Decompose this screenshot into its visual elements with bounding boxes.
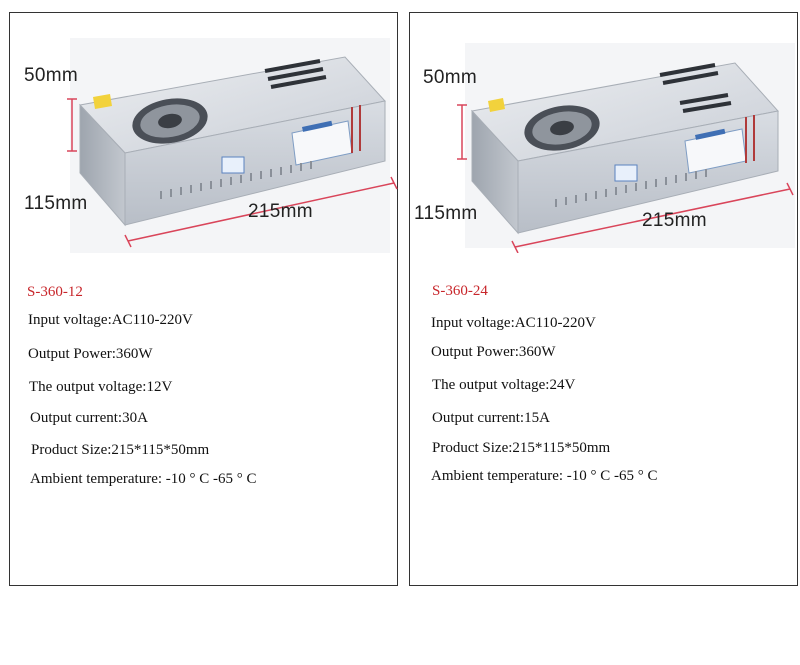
spec-output-current: Output current:30A — [30, 410, 148, 426]
spec-input-voltage: Input voltage:AC110-220V — [28, 312, 193, 328]
spec-ambient-temperature: Ambient temperature: -10 ° C -65 ° C — [431, 468, 658, 484]
product-card-s-360-12: 50mm 115mm 215mm S-360-12 Input voltage:… — [9, 12, 398, 586]
spec-input-voltage: Input voltage:AC110-220V — [431, 315, 596, 331]
width-dimension-label: 115mm — [24, 193, 88, 214]
model-name: S-360-24 — [432, 283, 488, 299]
length-dimension-label: 215mm — [642, 210, 707, 231]
spec-output-power: Output Power:360W — [28, 346, 153, 362]
spec-output-voltage: The output voltage:12V — [29, 379, 173, 395]
width-dimension-label: 115mm — [414, 203, 478, 224]
product-card-s-360-24: 50mm 115mm 215mm S-360-24 Input voltage:… — [409, 12, 798, 586]
spec-ambient-temperature: Ambient temperature: -10 ° C -65 ° C — [30, 471, 257, 487]
height-dimension-label: 50mm — [24, 65, 78, 86]
spec-output-current: Output current:15A — [432, 410, 550, 426]
spec-product-size: Product Size:215*115*50mm — [31, 442, 210, 458]
spec-output-power: Output Power:360W — [431, 344, 556, 360]
height-dimension-label: 50mm — [423, 67, 477, 88]
power-supply-photo — [410, 13, 799, 253]
model-name: S-360-12 — [27, 284, 83, 300]
spec-product-size: Product Size:215*115*50mm — [432, 440, 611, 456]
power-supply-photo — [10, 13, 399, 253]
length-dimension-label: 215mm — [248, 201, 313, 222]
spec-output-voltage: The output voltage:24V — [432, 377, 576, 393]
